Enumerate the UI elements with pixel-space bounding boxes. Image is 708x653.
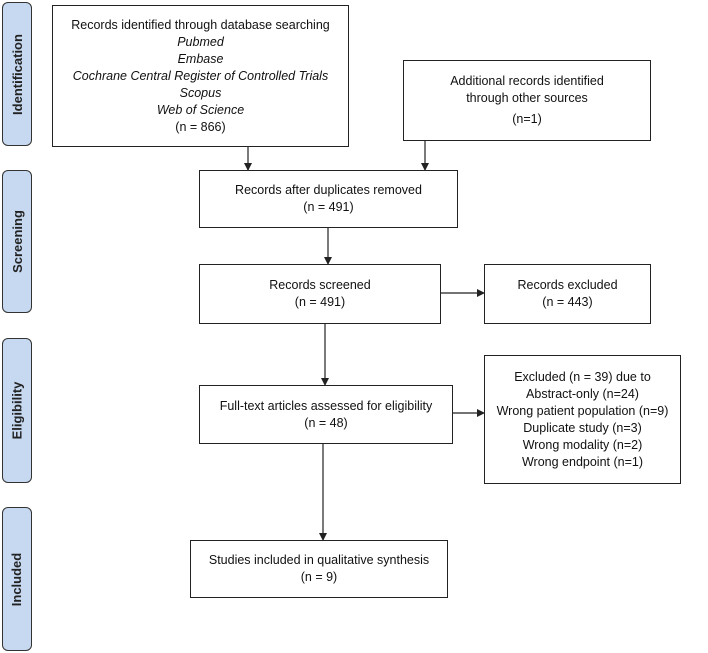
exclusion-reason: Wrong endpoint (n=1) xyxy=(521,454,644,469)
records-screened-box: Records screened (n = 491) xyxy=(199,264,441,324)
source-item: Cochrane Central Register of Controlled … xyxy=(72,68,329,83)
source-item: Web of Science xyxy=(156,102,245,117)
box-count: (n = 866) xyxy=(175,119,226,134)
records-excluded-box: Records excluded (n = 443) xyxy=(484,264,651,324)
exclusion-reason: Abstract-only (n=24) xyxy=(526,386,639,401)
stage-identification: Identification xyxy=(2,2,32,146)
box-title: through other sources xyxy=(466,91,588,105)
box-count: (n = 9) xyxy=(300,570,338,584)
stage-included: Included xyxy=(2,507,32,651)
box-title: Records identified through database sear… xyxy=(71,17,330,32)
duplicates-removed-box: Records after duplicates removed (n = 49… xyxy=(199,170,458,228)
box-title: Full-text articles assessed for eligibil… xyxy=(219,398,433,413)
box-title: Records screened xyxy=(269,278,371,292)
studies-included-box: Studies included in qualitative synthesi… xyxy=(190,540,448,598)
exclusion-reason: Wrong modality (n=2) xyxy=(522,437,643,452)
source-item: Embase xyxy=(177,51,224,66)
box-count: (n = 491) xyxy=(294,295,346,309)
box-count: (n = 48) xyxy=(304,415,348,430)
box-title: Additional records identified xyxy=(450,74,604,88)
box-title: Studies included in qualitative synthesi… xyxy=(208,553,430,567)
full-text-assessed-box: Full-text articles assessed for eligibil… xyxy=(199,385,453,444)
database-records-box: Records identified through database sear… xyxy=(52,5,349,147)
box-title: Excluded (n = 39) due to xyxy=(514,369,651,384)
source-item: Scopus xyxy=(179,85,222,100)
source-item: Pubmed xyxy=(177,34,224,49)
box-title: Records excluded xyxy=(517,278,618,292)
box-count: (n = 443) xyxy=(542,295,593,309)
full-text-excluded-box: Excluded (n = 39) due to Abstract-only (… xyxy=(484,355,681,484)
box-count: (n=1) xyxy=(512,112,542,126)
box-title: Records after duplicates removed xyxy=(235,183,422,197)
additional-records-box: Additional records identified through ot… xyxy=(403,60,651,141)
stage-eligibility: Eligibility xyxy=(2,338,32,483)
exclusion-reason: Wrong patient population (n=9) xyxy=(496,403,669,418)
box-count: (n = 491) xyxy=(303,200,354,214)
exclusion-reason: Duplicate study (n=3) xyxy=(523,420,642,435)
stage-screening: Screening xyxy=(2,170,32,313)
